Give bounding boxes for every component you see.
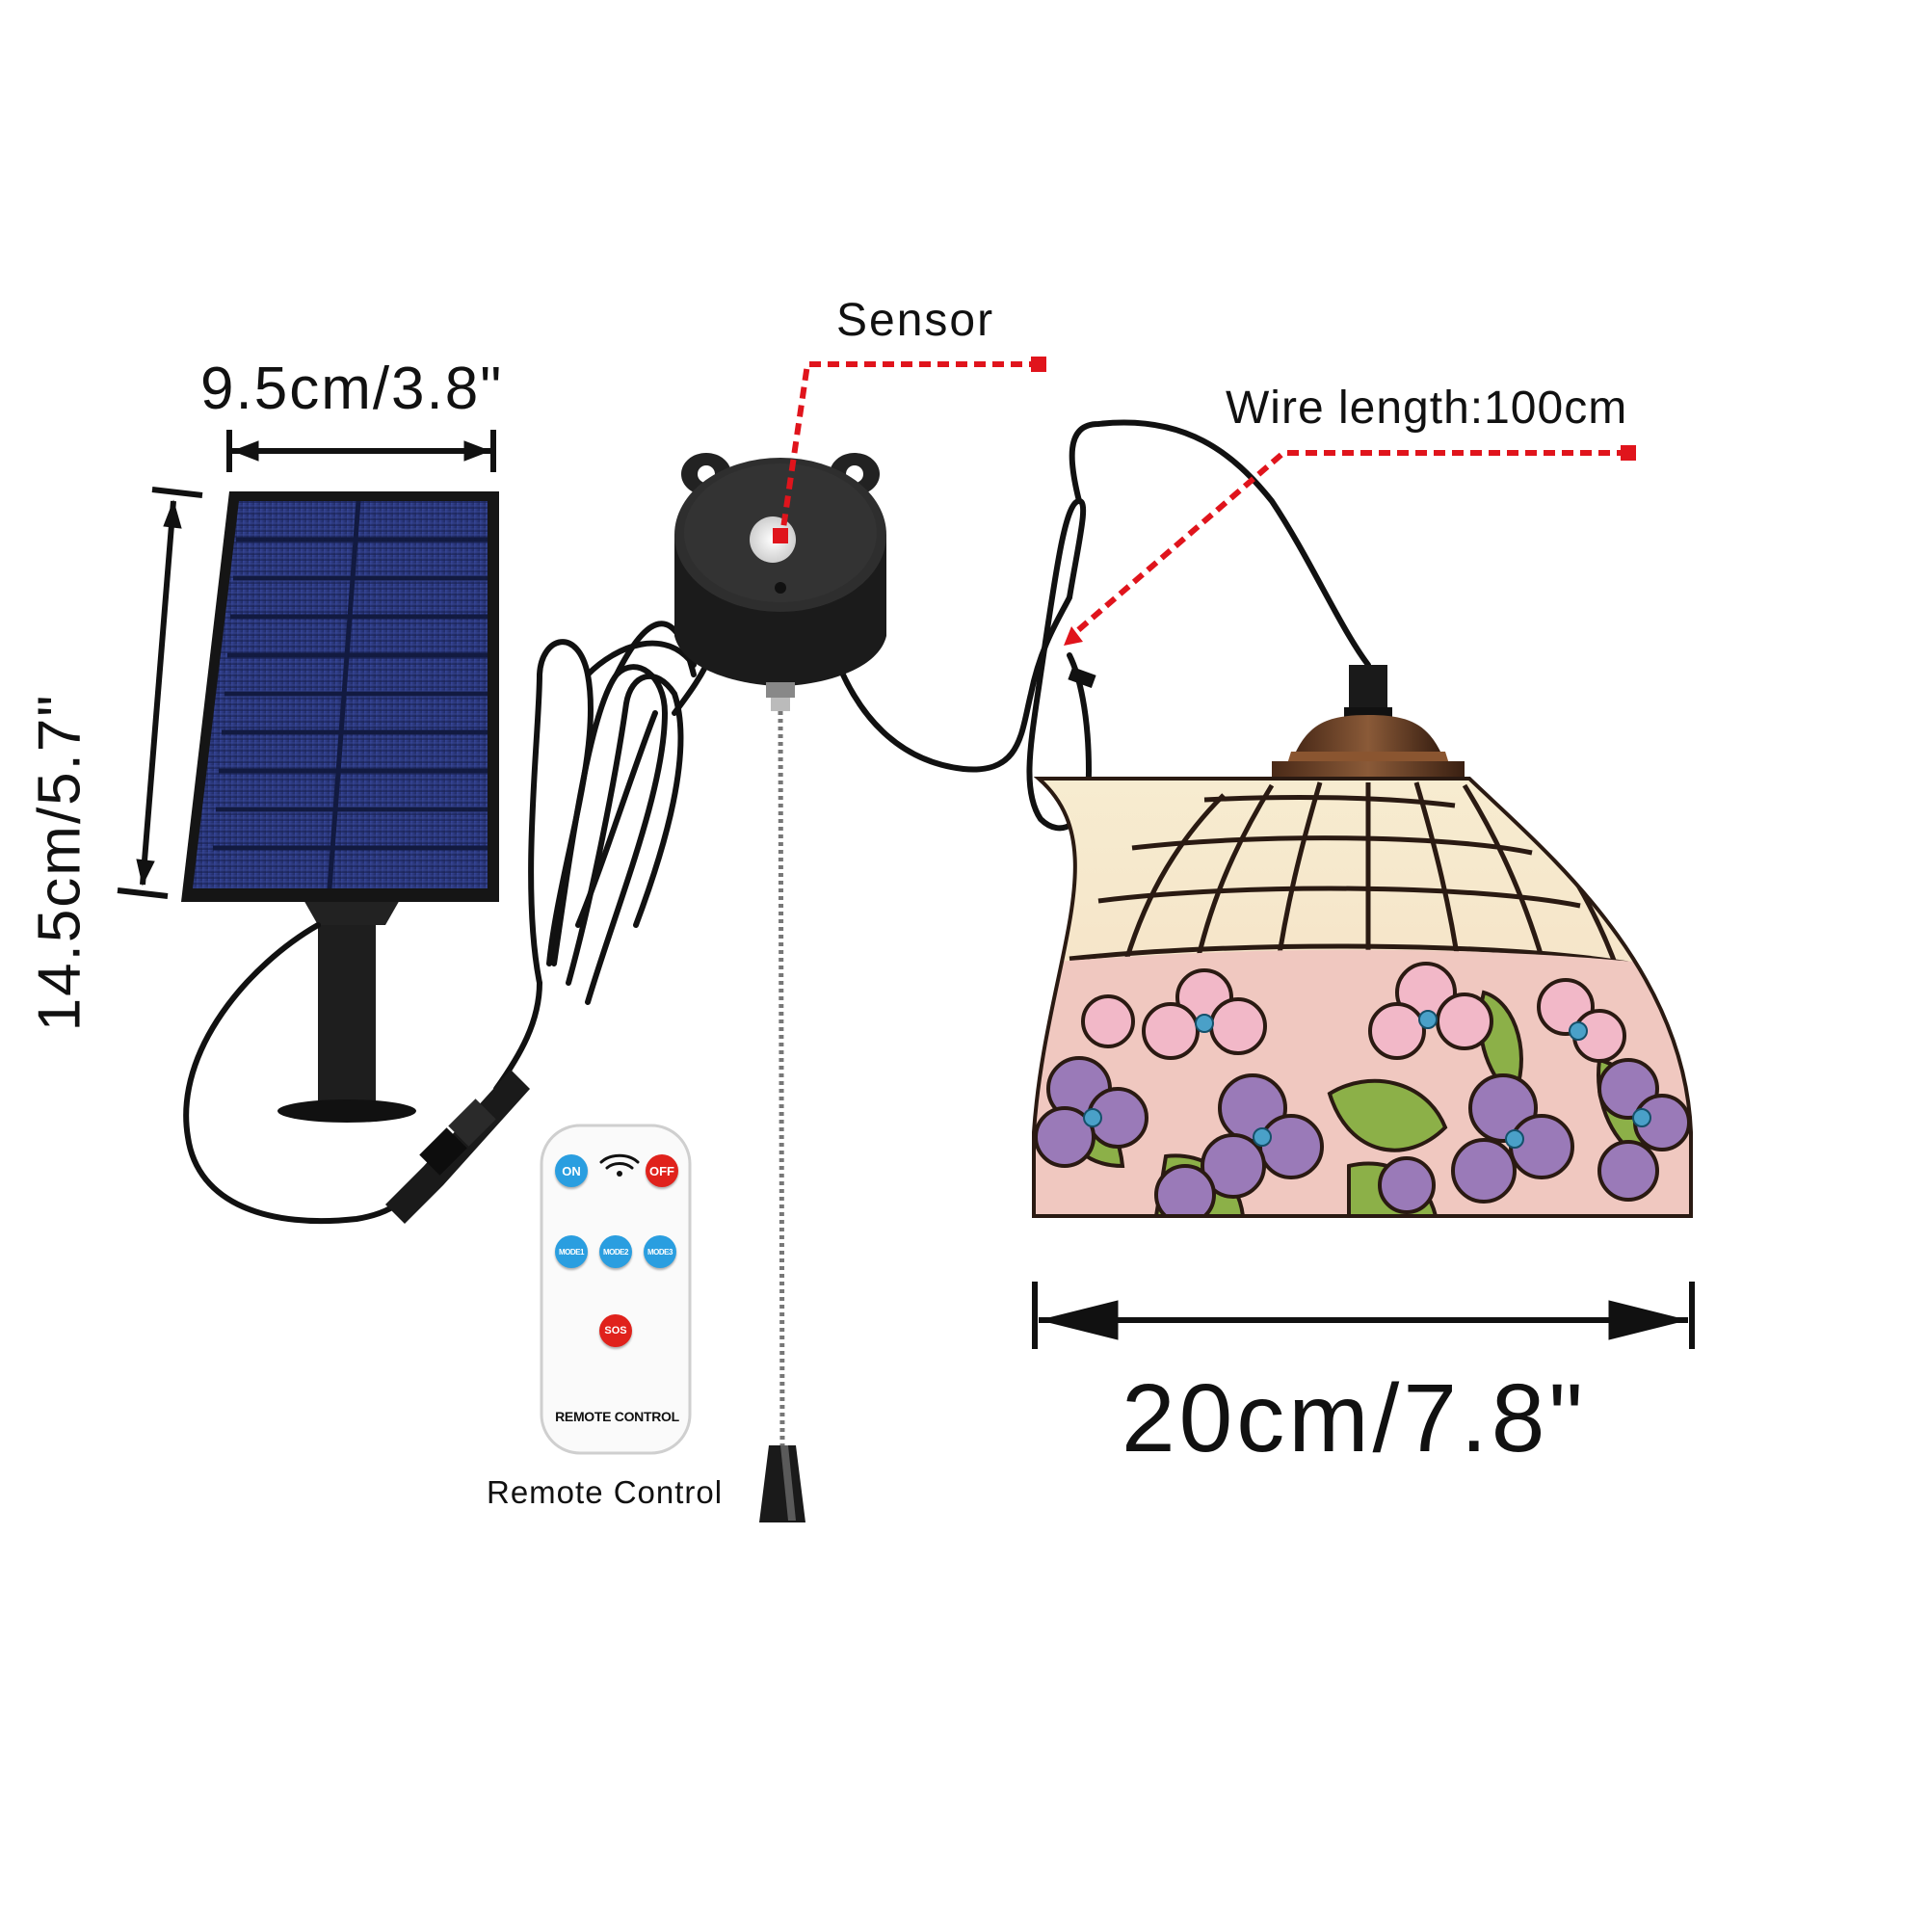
panel-stake [318, 911, 376, 1113]
panel-width-dimension [226, 430, 496, 472]
pendant-lamp [1032, 665, 1693, 1218]
mode3-button[interactable]: MODE3 [644, 1235, 676, 1268]
wire-callout [1069, 450, 1628, 639]
panel-width-label: 9.5cm/3.8" [200, 356, 504, 422]
sos-button[interactable]: SOS [599, 1314, 632, 1347]
on-button[interactable]: ON [555, 1154, 588, 1187]
panel-stake-base [277, 1099, 416, 1123]
sensor-callout [779, 361, 1041, 536]
remote-body [540, 1124, 692, 1455]
sensor-box [674, 453, 886, 711]
pull-chain [759, 710, 805, 1522]
mode1-button[interactable]: MODE1 [555, 1235, 588, 1268]
shade-width-label: 20cm/7.8" [1122, 1364, 1587, 1472]
wifi-icon [599, 1153, 640, 1177]
wire-length-label: Wire length:100cm [1226, 383, 1628, 434]
remote-title: REMOTE CONTROL [555, 1409, 679, 1424]
cable-connector [385, 1070, 530, 1224]
solar-panel [181, 491, 499, 1123]
sensor-label: Sensor [836, 295, 995, 346]
sensor-callout-marker [1031, 357, 1046, 372]
panel-height-dimension [117, 487, 203, 899]
off-button[interactable]: OFF [646, 1154, 678, 1187]
remote-caption: Remote Control [487, 1474, 724, 1510]
mode2-button[interactable]: MODE2 [599, 1235, 632, 1268]
shade-width-dimension [1032, 1282, 1695, 1349]
wire-callout-marker [1621, 445, 1636, 461]
panel-height-label: 14.5cm/5.7" [26, 693, 93, 1032]
